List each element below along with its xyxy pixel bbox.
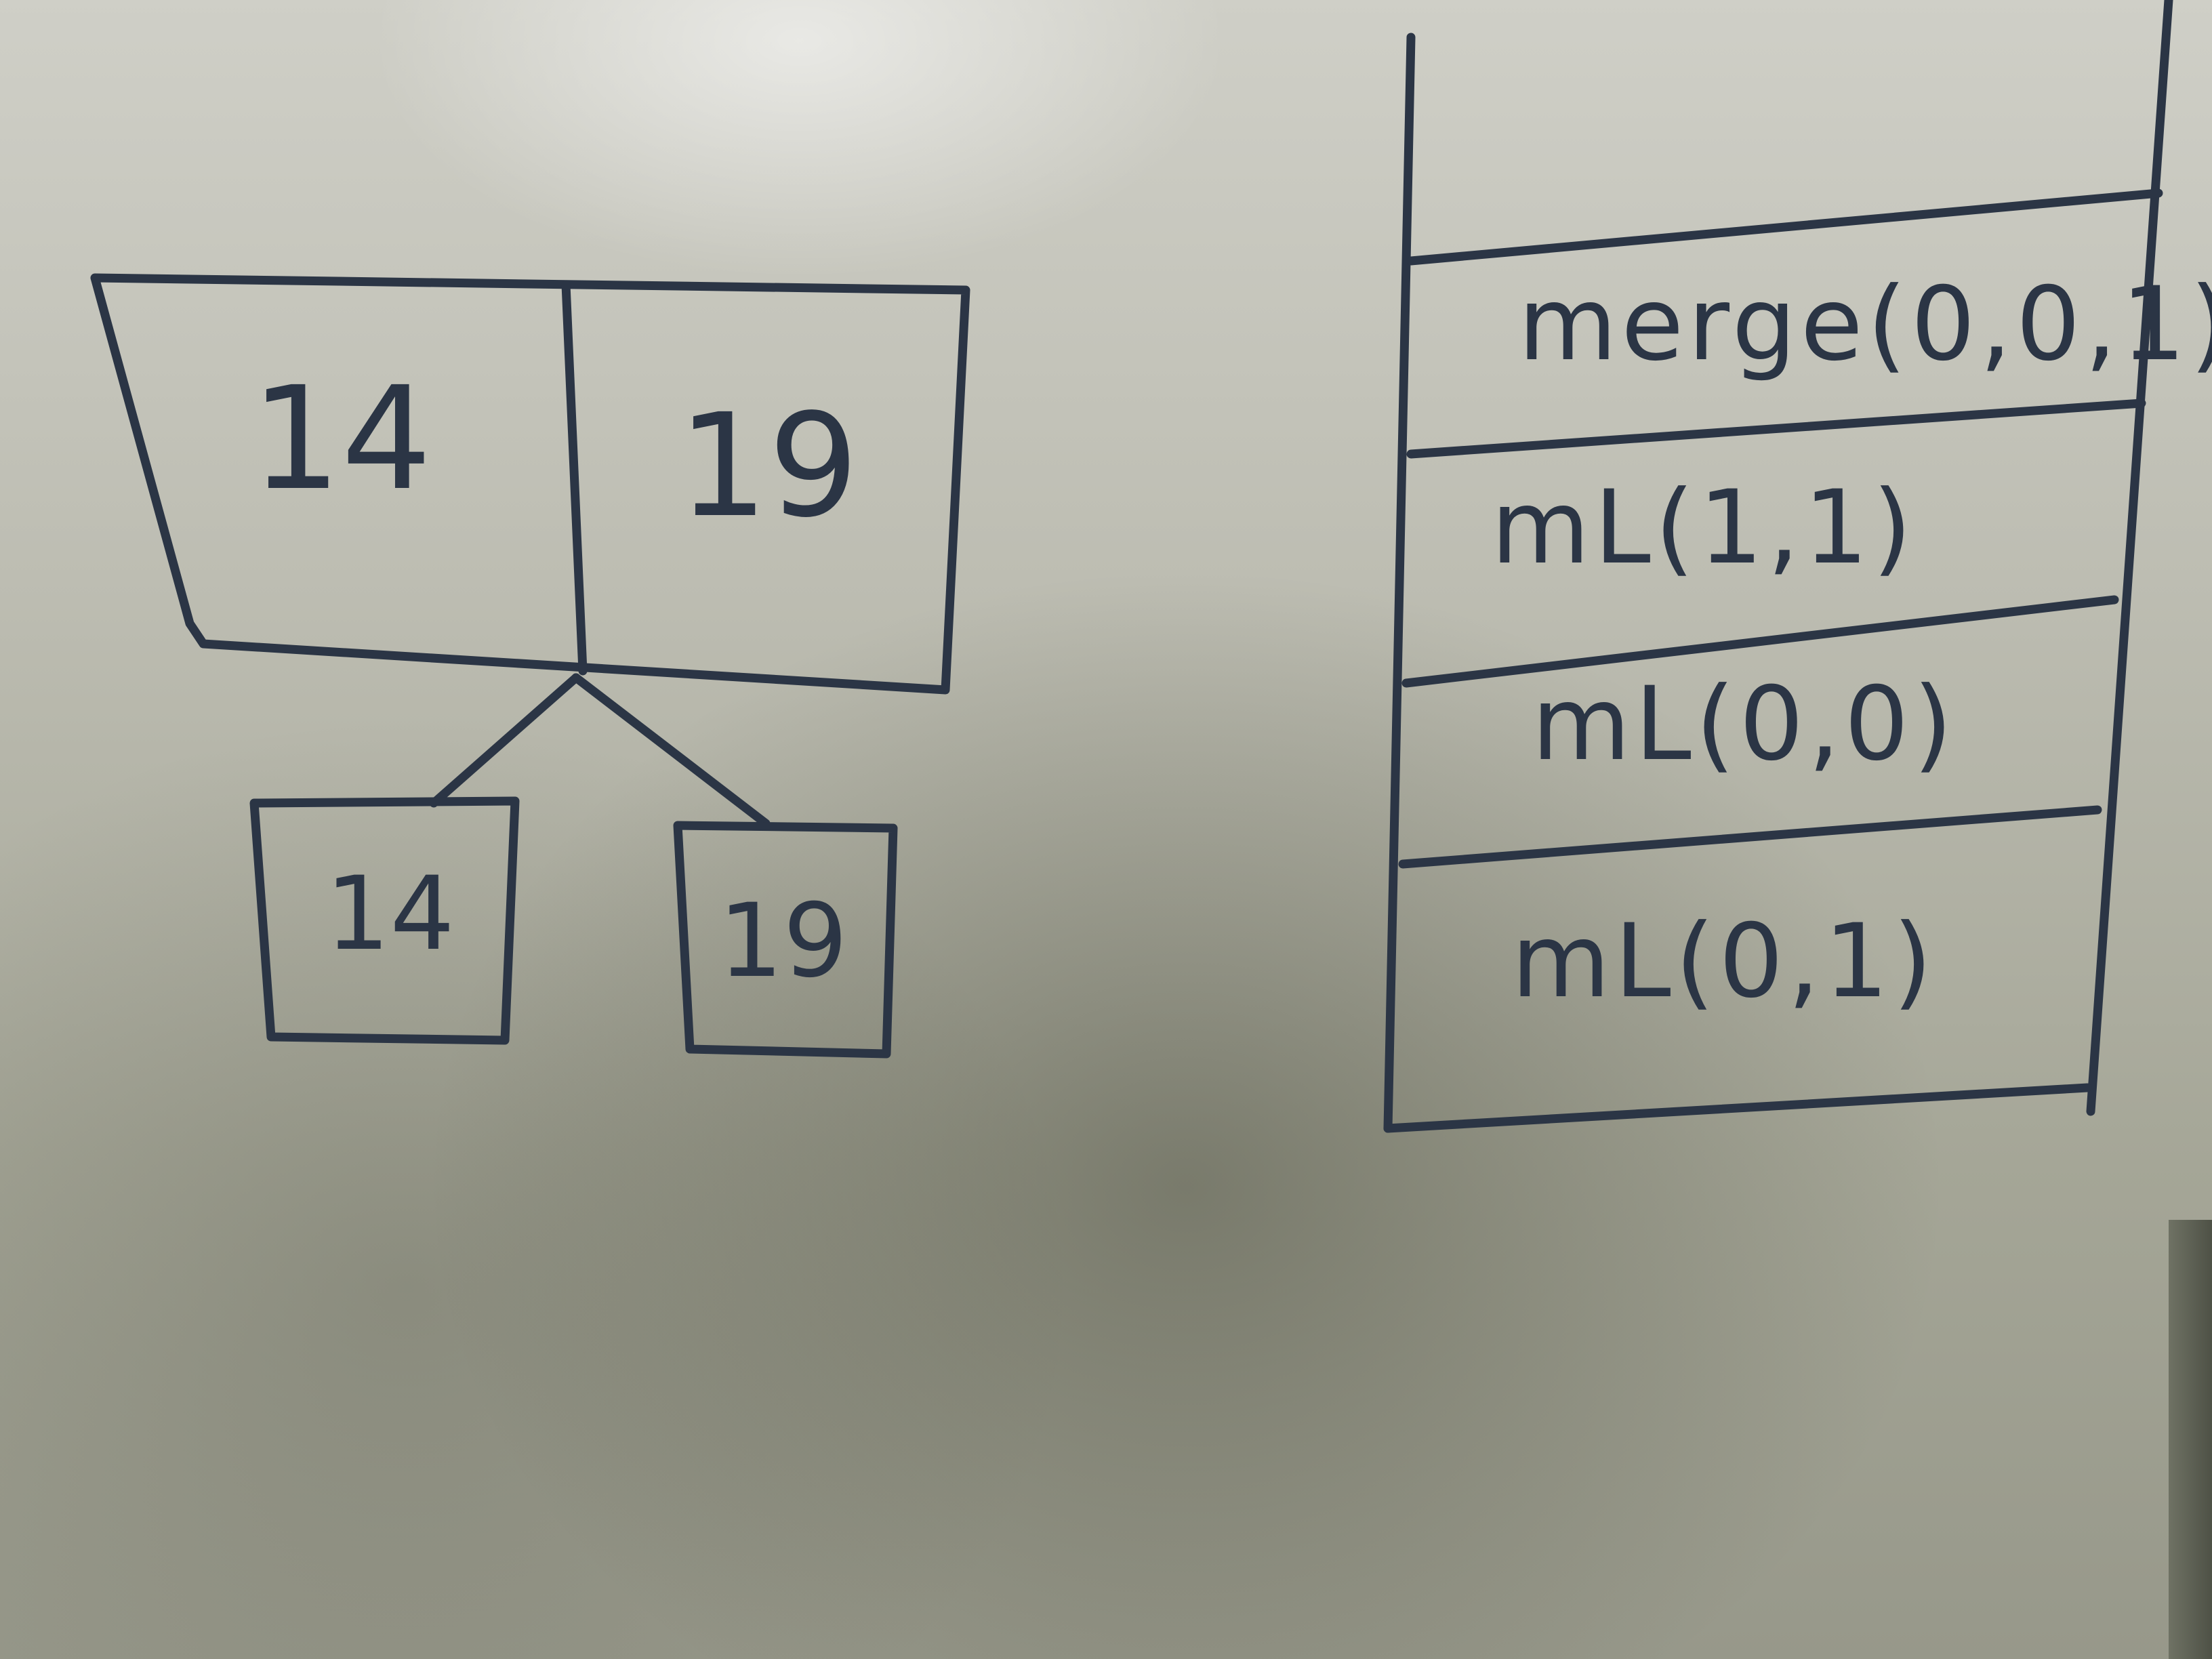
stack-frame-1: mL(1,1) [1491, 469, 1916, 587]
stack-frame-2: mL(0,0) [1532, 665, 1957, 783]
stack-divider-3 [1398, 805, 2102, 869]
child-left-outline [249, 796, 520, 1045]
child-node-left: 14 [249, 796, 520, 1045]
stack-top-rule [1406, 188, 2163, 266]
array-cell-0: 14 [251, 356, 432, 522]
child-node-right: 19 [673, 821, 898, 1059]
array-cell-1: 19 [678, 383, 859, 549]
stack-divider-2 [1401, 595, 2119, 688]
child-left-value: 14 [325, 855, 455, 973]
stack-left-wall [1383, 33, 1416, 1133]
edge-right [571, 673, 771, 828]
array-cell-divider [561, 280, 588, 676]
call-stack: merge(0,0,1) mL(1,1) mL(0,0) mL(0,1) [1383, 0, 2212, 1133]
stack-divider-1 [1406, 398, 2146, 459]
stack-bottom-rule [1383, 1083, 2092, 1133]
child-right-outline [673, 821, 898, 1059]
merge-array: 14 19 [90, 273, 970, 695]
array-outline [90, 273, 970, 695]
stack-right-wall [2086, 0, 2173, 1116]
stack-frame-3: mL(0,1) [1511, 903, 1936, 1021]
child-right-value: 19 [718, 882, 848, 1000]
edge-left [429, 673, 581, 808]
board-frame-edge [2169, 1220, 2212, 1659]
tree-edges [429, 673, 771, 828]
stack-frame-0: merge(0,0,1) [1518, 266, 2212, 384]
